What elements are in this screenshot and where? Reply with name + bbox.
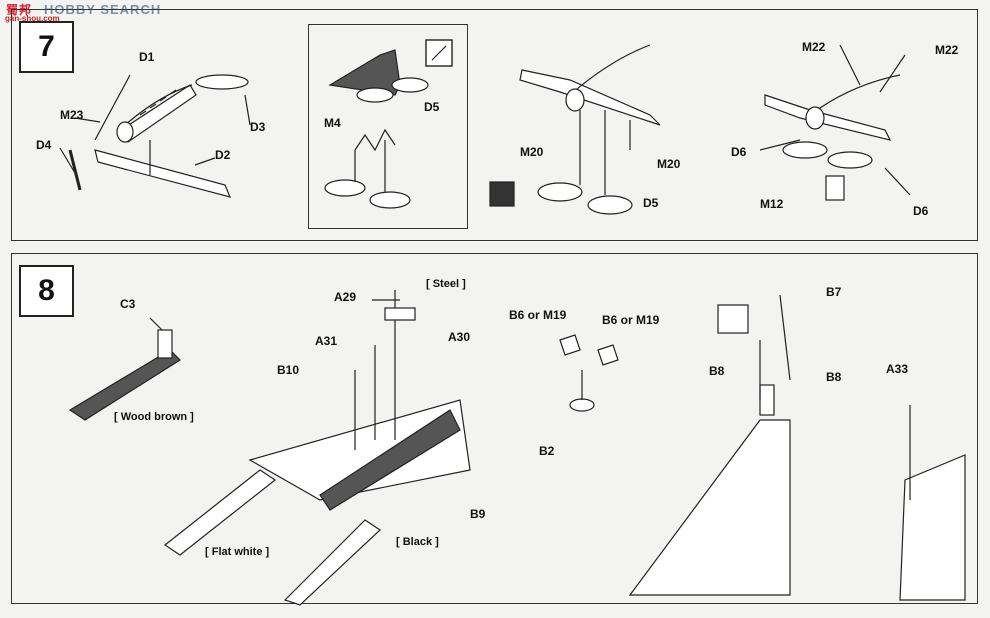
label-d5-inset: D5 <box>424 100 440 114</box>
label-a30: A30 <box>448 330 471 344</box>
watermark-url: gan-shou.com <box>5 14 60 23</box>
label-d5: D5 <box>643 196 659 210</box>
label-m20-right: M20 <box>657 157 681 171</box>
paint-steel: [ Steel ] <box>426 278 466 290</box>
label-a31: A31 <box>315 334 338 348</box>
label-d2: D2 <box>215 148 231 162</box>
step-8-panel <box>11 253 978 604</box>
hull-assembly-drawing <box>163 290 471 606</box>
label-d4: D4 <box>36 138 52 152</box>
paint-black: [ Black ] <box>396 536 439 548</box>
searchlight-drawing-b2 <box>559 334 619 412</box>
float-detail-inset <box>308 24 468 229</box>
paint-wood-brown: [ Wood brown ] <box>114 411 194 423</box>
float-detail-drawing <box>324 39 453 209</box>
step-number-7: 7 <box>19 21 74 73</box>
floatplane-drawing-1 <box>59 74 251 198</box>
label-d6-left: D6 <box>731 145 747 159</box>
label-b7: B7 <box>826 285 842 299</box>
paint-flat-white: [ Flat white ] <box>205 546 270 558</box>
watermark-logo: 蜀邦 <box>6 3 33 17</box>
label-m23: M23 <box>60 108 84 122</box>
deck-drawing-c3 <box>68 317 181 421</box>
label-a29: A29 <box>334 290 357 304</box>
step-7-panel <box>11 9 978 241</box>
label-m12: M12 <box>760 197 784 211</box>
step-number-8: 8 <box>19 265 74 317</box>
floatplane-drawing-2 <box>489 44 661 215</box>
label-b2: B2 <box>539 444 555 458</box>
label-a33: A33 <box>886 362 909 376</box>
label-m4: M4 <box>324 116 341 130</box>
stern-drawing <box>899 405 966 601</box>
label-d6-right: D6 <box>913 204 929 218</box>
bow-drawing <box>628 294 791 596</box>
label-m22-right: M22 <box>935 43 959 57</box>
label-b6-or-m19-left: B6 or M19 <box>509 308 567 322</box>
label-m20-left: M20 <box>520 145 544 159</box>
label-b10: B10 <box>277 363 300 377</box>
label-c3: C3 <box>120 297 136 311</box>
floatplane-drawing-3 <box>759 44 911 201</box>
label-d1: D1 <box>139 50 155 64</box>
label-d3: D3 <box>250 120 266 134</box>
label-b8-left: B8 <box>709 364 725 378</box>
label-b6-or-m19-right: B6 or M19 <box>602 313 660 327</box>
label-m22-left: M22 <box>802 40 826 54</box>
label-b8-right: B8 <box>826 370 842 384</box>
label-b9: B9 <box>470 507 486 521</box>
